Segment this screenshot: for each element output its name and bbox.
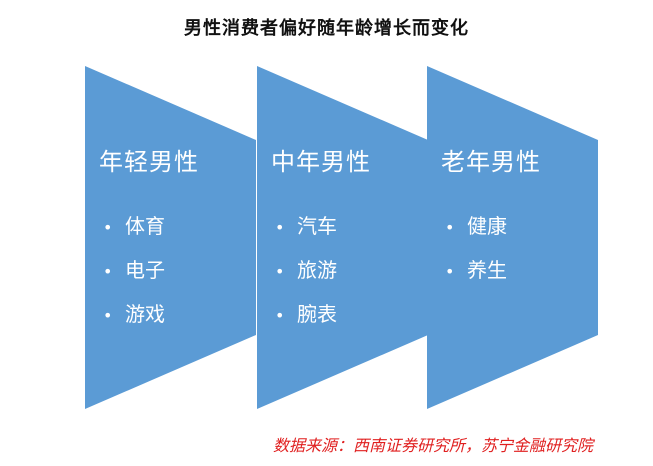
list-item: • 养生 <box>445 248 507 292</box>
bullet-icon: • <box>445 218 455 237</box>
panel-shape <box>257 66 428 409</box>
item-label: 健康 <box>467 214 507 238</box>
item-label: 汽车 <box>297 214 337 238</box>
preference-list: • 健康 • 养生 <box>445 204 507 292</box>
item-label: 游戏 <box>125 302 165 326</box>
item-label: 养生 <box>467 258 507 282</box>
item-label: 电子 <box>125 258 165 282</box>
bullet-icon: • <box>445 262 455 281</box>
panel-shape <box>427 66 598 409</box>
preference-list: • 汽车 • 旅游 • 腕表 <box>275 204 337 336</box>
list-item: • 电子 <box>103 248 165 292</box>
list-item: • 健康 <box>445 204 507 248</box>
panel-middle-aged-men: 中年男性 • 汽车 • 旅游 • 腕表 <box>257 66 428 409</box>
list-item: • 体育 <box>103 204 165 248</box>
panel-young-men: 年轻男性 • 体育 • 电子 • 游戏 <box>85 66 256 409</box>
list-item: • 游戏 <box>103 292 165 336</box>
bullet-icon: • <box>275 218 285 237</box>
item-label: 腕表 <box>297 302 337 326</box>
list-item: • 汽车 <box>275 204 337 248</box>
bullet-icon: • <box>103 306 113 325</box>
item-label: 体育 <box>125 214 165 238</box>
bullet-icon: • <box>103 262 113 281</box>
bullet-icon: • <box>103 218 113 237</box>
list-item: • 旅游 <box>275 248 337 292</box>
bullet-icon: • <box>275 262 285 281</box>
bullet-icon: • <box>275 306 285 325</box>
panel-heading: 中年男性 <box>271 148 371 176</box>
list-item: • 腕表 <box>275 292 337 336</box>
diagram-title: 男性消费者偏好随年龄增长而变化 <box>184 18 469 39</box>
panel-shape <box>85 66 256 409</box>
panel-elderly-men: 老年男性 • 健康 • 养生 <box>427 66 598 409</box>
panel-heading: 年轻男性 <box>99 148 199 176</box>
preference-list: • 体育 • 电子 • 游戏 <box>103 204 165 336</box>
item-label: 旅游 <box>297 258 337 282</box>
panel-heading: 老年男性 <box>441 148 541 176</box>
source-note: 数据来源：西南证券研究所，苏宁金融研究院 <box>272 436 593 455</box>
